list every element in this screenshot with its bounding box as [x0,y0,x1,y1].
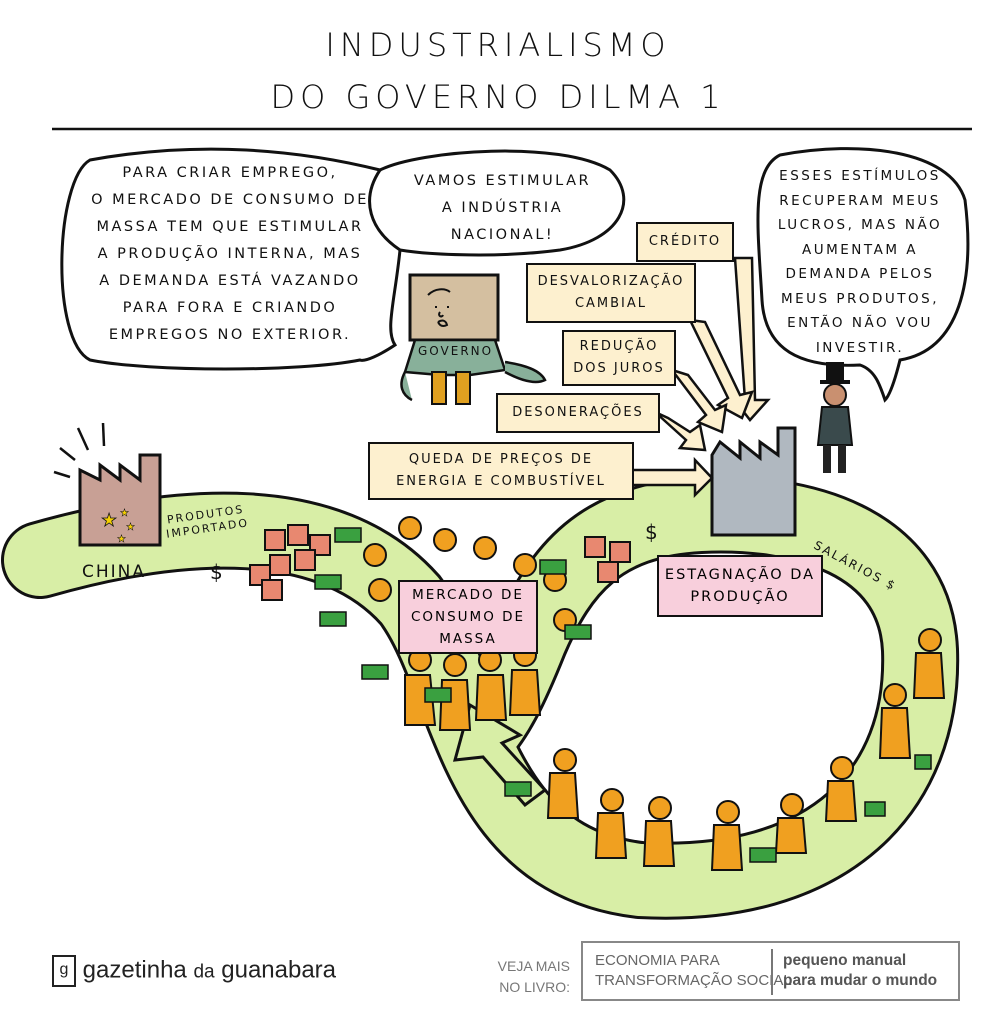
economy-road [4,478,957,917]
brand-end: guanabara [221,956,337,984]
title-line-1: INDUSTRIALISMO [325,26,671,64]
policy-reducao-juros: REDUÇÃO DOS JUROS [562,330,676,386]
china-star-icon: ★ [117,534,126,545]
capitalist-bubble-text: ESSES ESTÍMULOS RECUPERAM MEUS LUCROS, M… [777,168,943,356]
cash-bills [314,527,932,863]
national-factory-icon [710,426,797,537]
book-divider [771,949,773,995]
government-bubble-text: VAMOS ESTIMULAR A INDÚSTRIA NACIONAL! [413,173,592,243]
government-leg [431,371,447,405]
left-speech-bubble [60,147,626,371]
dollar-to-china: $ [210,560,225,584]
left-bubble-text: PARA CRIAR EMPREGO, O MERCADO DE CONSUMO… [91,165,369,343]
government-arms [400,360,547,402]
china-star-icon: ★ [101,510,117,531]
policy-desvalorizacao-cambial: DESVALORIZAÇÃO CAMBIAL [526,263,696,323]
government-face [427,288,451,327]
book-title-left: ECONOMIA PARA TRANSFORMAÇÃO SOCIAL [595,952,792,989]
capitalist-character [816,362,854,473]
policy-queda-precos-energia: QUEDA DE PREÇOS DE ENERGIA E COMBUSTÍVEL [368,442,634,500]
see-more-label: VEJA MAIS NO LIVRO: [497,958,570,995]
capitalist-speech-bubble [756,147,970,403]
brand-da: da [193,961,215,983]
government-label: GOVERNO [418,344,494,358]
book-reference: ECONOMIA PARA TRANSFORMAÇÃO SOCIAL peque… [581,941,960,1001]
mass-consumption-market: MERCADO DE CONSUMO DE MASSA [398,580,538,654]
policy-arrows [628,256,771,499]
china-star-icon: ★ [120,508,129,519]
gazetinha-logo: g gazetinha da guanabara [52,955,336,987]
dollar-to-factory: $ [645,520,660,544]
logo-icon: g [52,955,76,987]
production-stagnation: ESTAGNAÇÃO DA PRODUÇÃO [657,555,823,617]
title-line-2: DO GOVERNO DILMA 1 [270,78,726,116]
government-leg [455,371,471,405]
policy-desoneracoes: DESONERAÇÕES [496,393,660,433]
imported-goods-boxes [249,524,631,601]
government-head [408,273,500,342]
china-factory-icon [78,453,162,547]
policy-credito: CRÉDITO [636,222,734,262]
china-activity-lines [53,422,106,479]
bubble-divider [368,169,401,252]
brand-name: gazetinha [82,956,187,984]
china-star-icon: ★ [126,522,135,533]
china-label: CHINA [82,562,147,582]
book-title-right: pequeno manual para mudar o mundo [783,952,938,989]
